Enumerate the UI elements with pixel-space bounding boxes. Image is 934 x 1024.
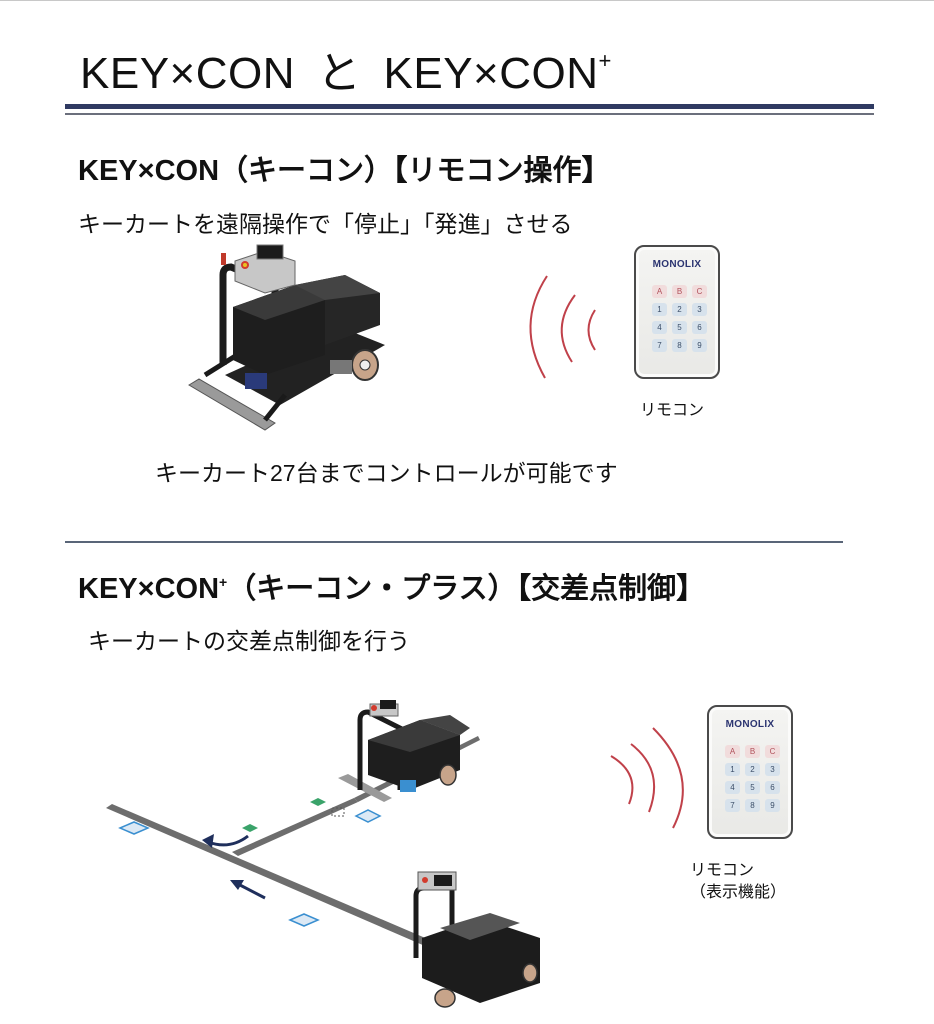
- remote-key-2: 2: [745, 763, 760, 776]
- remote-key-a: A: [652, 285, 667, 298]
- remote-key-1: 1: [725, 763, 740, 776]
- remote-control-1: MONOLIX A B C 1 2 3 4 5 6 7 8 9: [634, 245, 720, 379]
- remote-key-6: 6: [692, 321, 707, 334]
- section2-heading: KEY×CON+（キーコン・プラス）【交差点制御】: [78, 575, 705, 604]
- remote-key-a: A: [725, 745, 740, 758]
- section1-description: キーカートを遠隔操作で「停止」「発進」させる: [78, 211, 573, 237]
- remote-key-4: 4: [652, 321, 667, 334]
- intersection-diagram-icon: [106, 700, 540, 1008]
- section-separator: [65, 541, 843, 543]
- remote-key-5: 5: [745, 781, 760, 794]
- remote-caption-1: リモコン: [640, 402, 705, 419]
- remote-brand: MONOLIX: [652, 259, 702, 270]
- title-rule-thick: [65, 104, 874, 109]
- remote-key-b: B: [672, 285, 687, 298]
- keycart-illustration-icon: [188, 244, 385, 431]
- remote-key-1: 1: [652, 303, 667, 316]
- section2-heading-sup: +: [219, 574, 228, 590]
- remote-key-2: 2: [672, 303, 687, 316]
- remote-brand: MONOLIX: [725, 719, 775, 730]
- wireless-signal-waves-icon: [610, 727, 684, 829]
- title-connector: と: [317, 49, 362, 98]
- title-part2-sup: +: [598, 48, 612, 73]
- title-part2: KEY×CON: [383, 49, 599, 98]
- title-rule-thin: [65, 113, 874, 115]
- remote-keypad: A B C 1 2 3 4 5 6 7 8 9: [652, 285, 707, 352]
- section2-description: キーカートの交差点制御を行う: [88, 628, 410, 654]
- remote-caption-2-line1: リモコン: [690, 862, 755, 879]
- remote-key-8: 8: [745, 799, 760, 812]
- section2-heading-rest: （キーコン・プラス）【交差点制御】: [227, 573, 706, 605]
- remote-key-c: C: [765, 745, 780, 758]
- remote-key-6: 6: [765, 781, 780, 794]
- remote-key-3: 3: [765, 763, 780, 776]
- remote-caption-2: リモコン （表示機能）: [690, 860, 786, 904]
- section1-note: キーカート27台までコントロールが可能です: [155, 460, 618, 486]
- remote-key-7: 7: [652, 339, 667, 352]
- remote-keypad: A B C 1 2 3 4 5 6 7 8 9: [725, 745, 780, 812]
- remote-key-3: 3: [692, 303, 707, 316]
- title-part1: KEY×CON: [80, 49, 296, 98]
- remote-key-8: 8: [672, 339, 687, 352]
- remote-key-5: 5: [672, 321, 687, 334]
- remote-key-4: 4: [725, 781, 740, 794]
- remote-key-9: 9: [692, 339, 707, 352]
- remote-key-c: C: [692, 285, 707, 298]
- section2-heading-main: KEY×CON: [78, 573, 220, 605]
- remote-control-2: MONOLIX A B C 1 2 3 4 5 6 7 8 9: [707, 705, 793, 839]
- remote-caption-2-line2: （表示機能）: [690, 884, 787, 901]
- remote-key-b: B: [745, 745, 760, 758]
- page-top-border: [0, 0, 934, 1]
- wireless-signal-waves-icon: [529, 275, 596, 379]
- remote-key-9: 9: [765, 799, 780, 812]
- remote-key-7: 7: [725, 799, 740, 812]
- section1-heading: KEY×CON（キーコン）【リモコン操作】: [78, 155, 611, 187]
